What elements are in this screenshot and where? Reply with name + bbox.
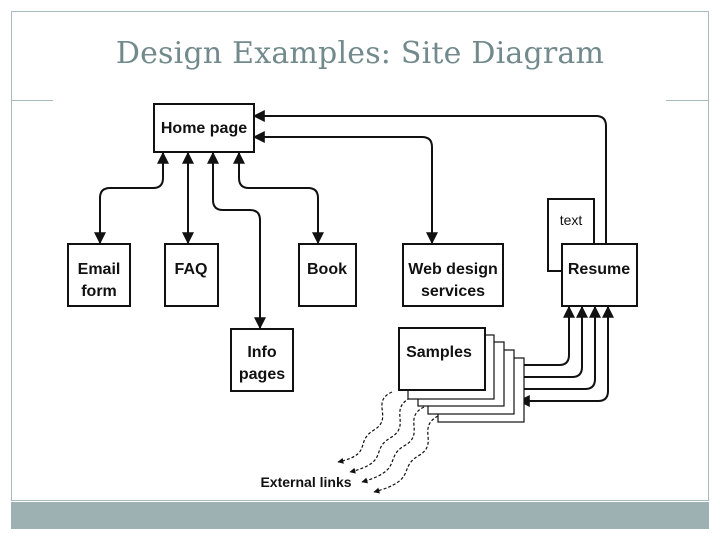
node-email: Email form	[67, 243, 131, 307]
edge-external-3	[361, 406, 425, 484]
edge-samples-resume-4	[517, 305, 614, 407]
edge-home-webdesign	[252, 131, 438, 245]
edge-resume-home	[252, 110, 607, 243]
footer-band	[11, 502, 709, 529]
node-text-label: text	[560, 212, 583, 228]
slide-title: Design Examples: Site Diagram	[115, 36, 605, 71]
title-rule-right	[666, 100, 709, 101]
node-email-label-2: form	[81, 283, 117, 300]
node-samples-label: Samples	[406, 344, 472, 361]
node-resume-label: Resume	[568, 261, 630, 278]
node-email-label-1: Email	[78, 261, 121, 278]
edge-external-4	[373, 415, 439, 494]
node-home: Home page	[153, 103, 255, 153]
slide-frame	[11, 11, 709, 501]
node-faq: FAQ	[164, 243, 219, 307]
node-webdesign: Web design services	[402, 243, 504, 307]
node-resume: Resume	[561, 243, 638, 307]
node-samples: Samples	[398, 327, 525, 423]
edge-home-email	[94, 151, 169, 245]
edge-external-2	[349, 397, 411, 474]
node-info-label-2: pages	[239, 366, 285, 383]
external-links-label: External links	[260, 474, 351, 490]
node-home-label: Home page	[161, 120, 247, 137]
node-book: Book	[298, 243, 357, 307]
title-rule-left	[11, 100, 53, 101]
node-webdesign-label-1: Web design	[408, 261, 498, 278]
node-info-label-1: Info	[247, 344, 277, 361]
edge-home-info	[207, 151, 266, 330]
node-faq-label: FAQ	[175, 261, 208, 278]
node-book-label: Book	[307, 261, 347, 278]
edge-external-1	[337, 391, 393, 464]
node-webdesign-label-2: services	[421, 283, 485, 300]
connectors	[94, 110, 614, 494]
edge-home-book	[233, 151, 324, 245]
node-info: Info pages	[230, 328, 294, 392]
